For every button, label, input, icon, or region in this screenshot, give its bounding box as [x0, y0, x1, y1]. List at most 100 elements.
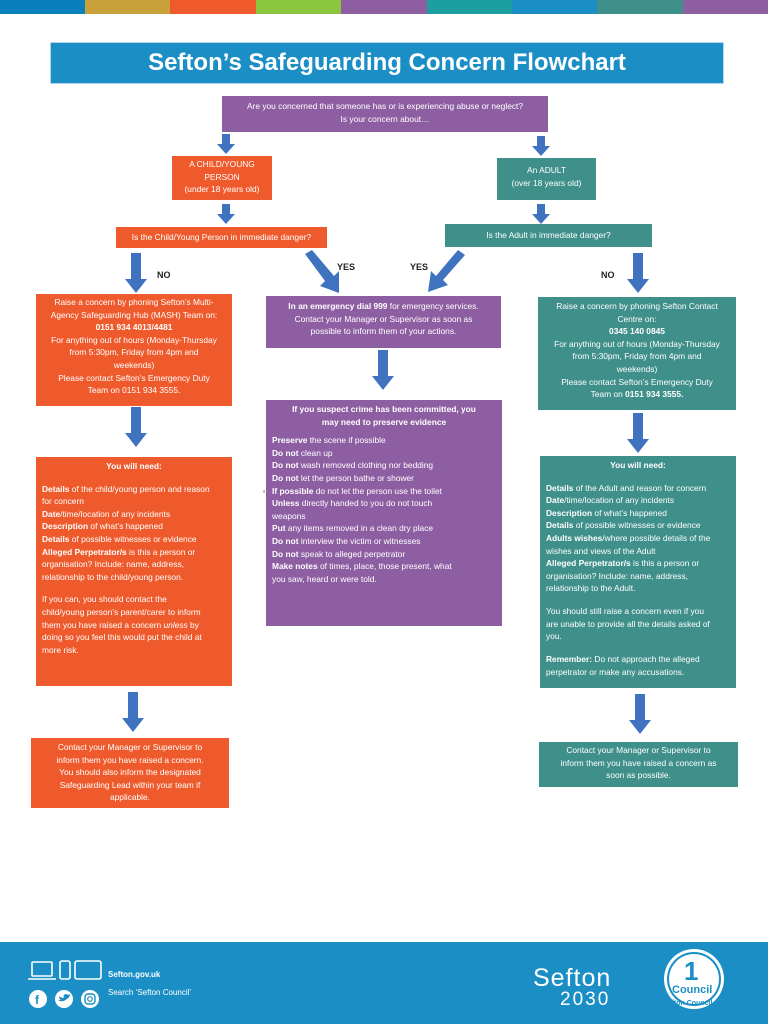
phone-number-value: 0345 140 0845 — [609, 326, 665, 337]
website-link[interactable]: Sefton.gov.uk — [108, 970, 161, 979]
question-line: Is your concern about… — [340, 113, 430, 124]
text-line: them you have raised a concern unless by — [42, 619, 226, 632]
list-item-text: organisation? Include: name, address, — [546, 570, 688, 581]
text-line: Please contact Sefton’s Emergency Duty — [561, 376, 713, 387]
unless-word: unless — [163, 619, 188, 630]
list-item-text: the scene if possible — [307, 435, 386, 446]
list-item-text: you saw, heard or were told. — [272, 573, 377, 584]
council-logo-word: Council — [672, 984, 713, 996]
twitter-icon — [55, 990, 73, 1008]
list-item-bold: Preserve — [272, 435, 308, 446]
adult-danger-text: Is the Adult in immediate danger? — [486, 230, 611, 240]
list-item-text: speak to alleged perpetrator — [298, 548, 406, 559]
list-item: Do not interview the victim or witnesses — [272, 535, 496, 548]
list-item-text: /time/location of any incidents — [564, 495, 675, 506]
text-line: soon as possible. — [606, 770, 671, 781]
text-part: Do not approach the alleged — [592, 653, 700, 664]
child-need-list: Details of the child/young person and re… — [42, 483, 226, 584]
emergency-line: In an emergency dial 999 for emergency s… — [266, 300, 501, 313]
text-part: them you have raised a concern — [42, 619, 164, 630]
list-item-text: let the person bathe or shower — [298, 473, 414, 484]
sefton-council-logo — [664, 949, 724, 1009]
stray-mark: ‘ — [263, 489, 265, 500]
adult-line: An ADULT — [527, 165, 566, 175]
adult-box: An ADULT (over 18 years old) — [497, 158, 596, 200]
footer-graphics: f — [28, 949, 724, 1009]
text-line: possible to inform them of your actions. — [310, 326, 457, 337]
text-line: Contact your Manager or Supervisor to — [566, 745, 711, 755]
yes-label: YES — [337, 262, 356, 272]
list-item-bold: Description — [546, 507, 593, 518]
list-item-text: for concern — [42, 496, 84, 507]
strip-segment — [85, 0, 170, 14]
text-line: For anything out of hours (Monday-Thursd… — [51, 334, 217, 345]
list-item-text: wash removed clothing nor bedding — [298, 460, 434, 471]
strip-segment — [427, 0, 512, 14]
list-item-bold: Alleged Perpetrator/s — [546, 558, 631, 569]
text-line: Agency Safeguarding Hub (MASH) Team on: — [50, 309, 218, 320]
text-line: You should still raise a concern even if… — [546, 606, 704, 617]
text-line: perpetrator or make any accusations. — [546, 666, 685, 677]
text-line: If you can, you should contact the — [42, 594, 167, 605]
list-item: for concern — [42, 495, 226, 508]
list-item-bold: Make notes — [272, 561, 318, 572]
arrow-down-icon — [217, 134, 235, 154]
list-item-text: of the child/young person and reason — [69, 483, 210, 494]
list-item-text: of possible witnesses or evidence — [573, 520, 701, 531]
child-you-will-need-box: You will need: Details of the child/youn… — [36, 457, 232, 686]
child-line: A CHILD/YOUNG — [189, 159, 255, 169]
list-item: Details of possible witnesses or evidenc… — [42, 533, 226, 546]
text-line: Team on 0151 934 3555. — [538, 388, 736, 401]
child-raise-concern-box: Raise a concern by phoning Sefton’s Mult… — [36, 294, 232, 406]
adult-final-box: Contact your Manager or Supervisor to in… — [539, 742, 738, 787]
text-line: Contact your Manager or Supervisor as so… — [294, 313, 473, 324]
arrow-down-icon — [629, 694, 651, 734]
list-item: organisation? Include: name, address, — [546, 570, 730, 583]
list-item-text: wishes and views of the Adult — [546, 545, 656, 556]
list-item: weapons — [272, 510, 496, 523]
emergency-rest: for emergency services. — [387, 301, 479, 311]
arrow-down-icon — [125, 407, 147, 447]
phone-number-value: 0151 934 3555. — [625, 389, 684, 400]
list-item: relationship to the child/young person. — [42, 571, 226, 584]
strip-segment — [597, 0, 683, 14]
list-item-bold: Unless — [272, 498, 300, 509]
strip-segment — [0, 0, 85, 14]
council-logo-number: 1 — [684, 956, 699, 986]
list-item-text: of what’s happened — [88, 521, 163, 532]
child-final-box: Contact your Manager or Supervisor to in… — [31, 738, 229, 808]
text-line: Team on 0151 934 3555. — [87, 385, 181, 396]
list-item-text: of the Adult and reason for concern — [573, 482, 707, 493]
text-line: For anything out of hours (Monday-Thursd… — [554, 338, 720, 349]
text-line: Raise a concern by phoning Sefton’s Mult… — [54, 297, 214, 307]
text-line: from 5:30pm, Friday from 4pm and — [572, 351, 702, 362]
list-item: Preserve the scene if possible — [272, 434, 496, 447]
council-logo-name: Sefton Council — [663, 1000, 713, 1007]
list-item-bold: Do not — [272, 536, 299, 547]
list-item: Do not clean up — [272, 447, 496, 460]
list-item: organisation? Include: name, address, — [42, 558, 226, 571]
list-item-text: clean up — [298, 447, 333, 458]
crime-heading: may need to preserve evidence — [272, 416, 496, 429]
list-item: Unless directly handed to you do not tou… — [272, 497, 496, 510]
list-item: Date/time/location of any incidents — [546, 494, 730, 507]
text-line: more risk. — [42, 644, 79, 655]
list-item-bold: Details — [546, 520, 574, 531]
child-line: (under 18 years old) — [184, 184, 260, 195]
initial-question-box: Are you concerned that someone has or is… — [222, 96, 548, 132]
adult-raise-concern-box: Raise a concern by phoning Sefton Contac… — [538, 297, 736, 410]
need-heading-text: You will need: — [106, 461, 162, 471]
arrow-down-icon — [122, 692, 144, 732]
arrow-down-icon — [532, 204, 550, 224]
crime-heading-line: may need to preserve evidence — [321, 416, 447, 427]
remember-line: Remember: Do not approach the alleged — [546, 653, 730, 666]
text-line: weekends) — [616, 364, 658, 375]
text-line: inform them you have raised a concern. — [56, 754, 204, 765]
list-item: Description of what’s happened — [42, 520, 226, 533]
no-label: NO — [601, 270, 615, 280]
text-line: Centre on: — [617, 313, 657, 324]
list-item-bold: Do not — [272, 473, 299, 484]
emergency-box: In an emergency dial 999 for emergency s… — [266, 296, 501, 348]
child-box: A CHILD/YOUNG PERSON (under 18 years old… — [172, 156, 272, 200]
adult-danger-question: Is the Adult in immediate danger? — [445, 224, 652, 247]
